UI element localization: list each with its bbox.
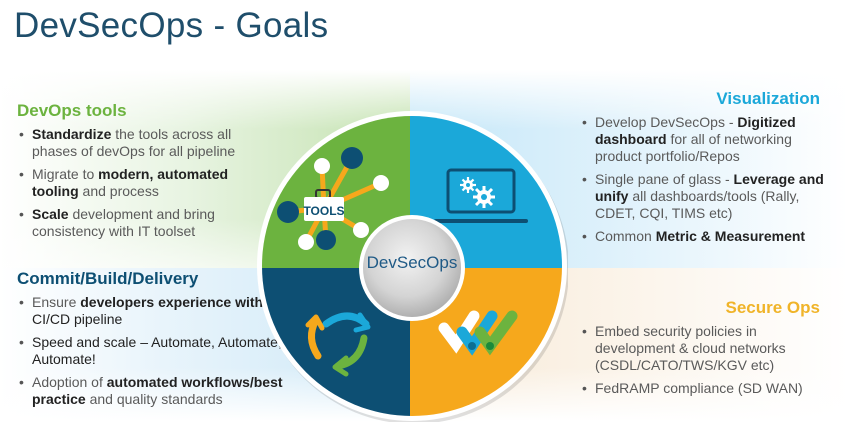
tools-toolbox-icon: TOOLS (277, 147, 389, 250)
section-heading: Visualization (716, 89, 820, 108)
text: and process (78, 183, 159, 199)
checkmarks-logo-icon (438, 310, 518, 356)
text: Develop DevSecOps - (595, 114, 738, 130)
bullet-list: Develop DevSecOps - Digitized dashboard … (580, 114, 840, 245)
list-item: Standardize the tools across all phases … (17, 126, 277, 160)
text: development and bring consistency with I… (32, 206, 215, 239)
bold-text: Metric & Measurement (655, 228, 806, 244)
list-item: Migrate to modern, automated tooling and… (17, 166, 277, 200)
bold-text: modern, automated tooling (32, 166, 229, 199)
list-item: Common Metric & Measurement (580, 228, 840, 245)
text: Single pane of glass - (595, 171, 734, 187)
text: Common (595, 228, 656, 244)
cycle-arrows-icon (305, 312, 371, 377)
section-secure-ops: Secure Ops Embed security policies in de… (580, 298, 840, 403)
text: and quality standards (85, 391, 223, 407)
text: all dashboards/tools (Rally, CDET, CQI, … (595, 188, 800, 221)
bold-text: Scale (32, 206, 69, 222)
devsecops-wheel: TOOLS (257, 111, 568, 422)
tools-badge-text: TOOLS (303, 204, 344, 218)
section-heading: Commit/Build/Delivery (17, 269, 199, 288)
text: Embed security policies in development &… (595, 323, 786, 373)
text: Speed and scale – Automate, Automate, Au… (32, 334, 282, 367)
list-item: Speed and scale – Automate, Automate, Au… (17, 334, 297, 368)
list-item: Develop DevSecOps - Digitized dashboard … (580, 114, 840, 165)
list-item: Single pane of glass - Leverage and unif… (580, 171, 840, 222)
section-heading: DevOps tools (17, 101, 127, 120)
laptop-gears-icon (434, 168, 528, 223)
bullet-list: Embed security policies in development &… (580, 323, 840, 397)
text: FedRAMP compliance (SD WAN) (595, 380, 803, 396)
list-item: Scale development and bring consistency … (17, 206, 277, 240)
bold-text: automated workflows/best practice (32, 374, 283, 407)
section-commit-build-delivery: Commit/Build/Delivery Ensure developers … (17, 269, 297, 414)
section-heading: Secure Ops (725, 298, 821, 317)
text: the tools across all phases of devOps fo… (32, 126, 236, 159)
page-title: DevSecOps - Goals (14, 6, 329, 45)
bullet-list: Standardize the tools across all phases … (17, 126, 277, 240)
bold-text: Standardize (32, 126, 112, 142)
section-visualization: Visualization Develop DevSecOps - Digiti… (580, 89, 840, 251)
list-item: Adoption of automated workflows/best pra… (17, 374, 297, 408)
text: Migrate to (32, 166, 99, 182)
list-item: Ensure developers experience with the CI… (17, 294, 297, 328)
hub (363, 219, 461, 317)
bold-text: Digitized dashboard (595, 114, 796, 147)
list-item: FedRAMP compliance (SD WAN) (580, 380, 840, 397)
text: Ensure (32, 294, 81, 310)
list-item: Embed security policies in development &… (580, 323, 840, 374)
center-label: DevSecOps (366, 253, 458, 272)
text: Adoption of (32, 374, 107, 390)
bold-text: Leverage and unify (595, 171, 824, 204)
section-devops-tools: DevOps tools Standardize the tools acros… (17, 101, 277, 246)
text: for all of networking product portfolio/… (595, 131, 792, 164)
bold-text: developers experience with (80, 294, 264, 310)
bullet-list: Ensure developers experience with the CI… (17, 294, 297, 408)
